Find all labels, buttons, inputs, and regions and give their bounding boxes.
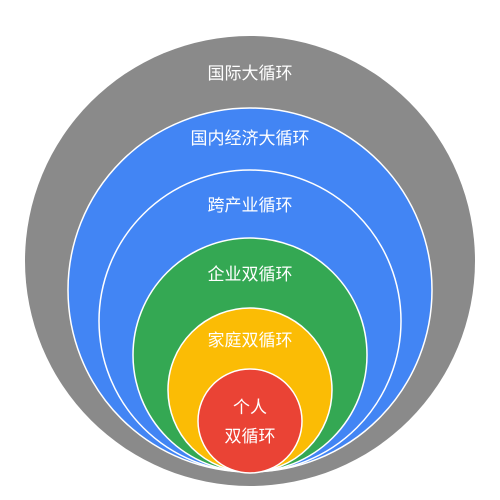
ring-domestic-economy-label: 国内经济大循环 <box>191 129 310 149</box>
ring-individual-circle <box>197 368 303 474</box>
ring-international-label: 国际大循环 <box>208 64 293 84</box>
circle-labels: 国际大循环 国内经济大循环 跨产业循环 企业双循环 家庭双循环 个人 双循环 <box>191 64 310 447</box>
circle-shapes <box>25 36 475 486</box>
ring-enterprise-label: 企业双循环 <box>208 265 293 285</box>
ring-individual-label-line2: 双循环 <box>225 427 276 447</box>
ring-cross-industry-label: 跨产业循环 <box>208 196 293 216</box>
ring-individual-label-line1: 个人 <box>233 398 267 418</box>
ring-household-label: 家庭双循环 <box>208 331 293 351</box>
